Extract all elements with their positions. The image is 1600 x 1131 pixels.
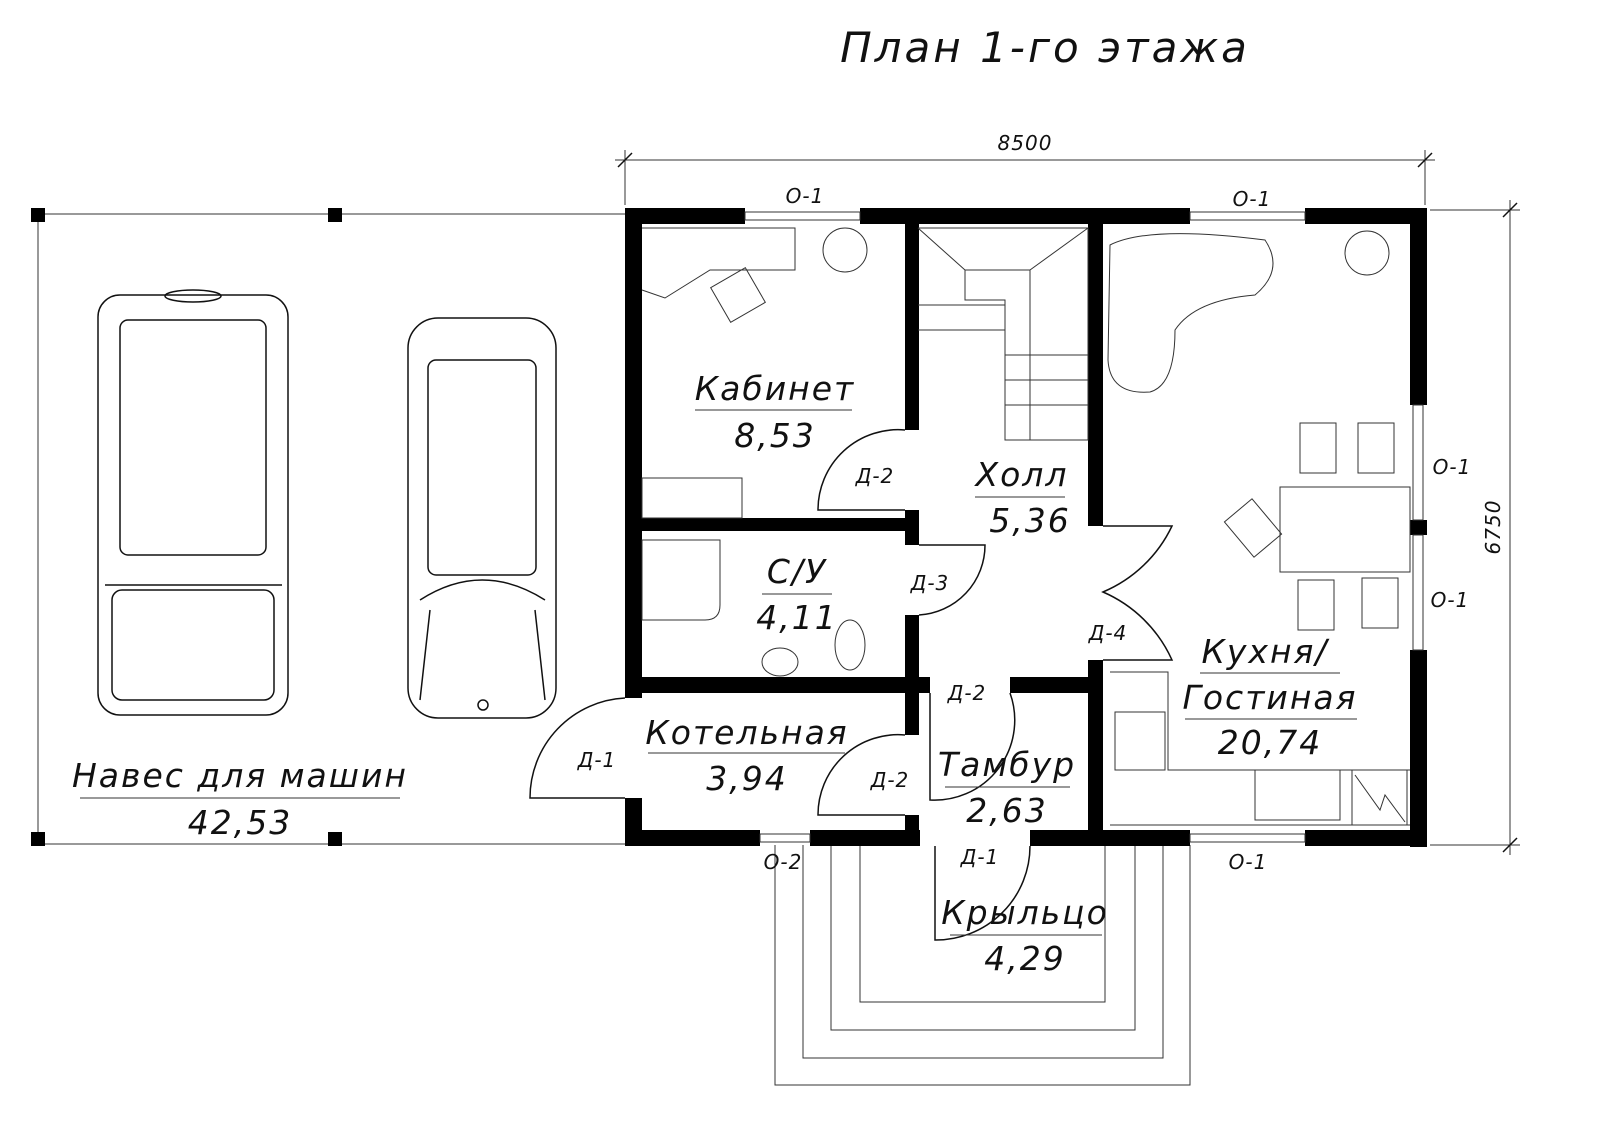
- door-labels: Д-2 Д-3 Д-4 Д-2 Д-2 Д-1 Д-1: [577, 464, 1128, 869]
- svg-text:О-1: О-1: [786, 184, 825, 208]
- car-sedan: [407, 317, 557, 719]
- svg-text:Д-2: Д-2: [870, 768, 910, 792]
- svg-text:Холл: Холл: [974, 455, 1069, 494]
- svg-text:Д-2: Д-2: [947, 681, 987, 705]
- svg-text:О-1: О-1: [1229, 850, 1268, 874]
- svg-text:Д-3: Д-3: [910, 571, 950, 595]
- svg-text:Кабинет: Кабинет: [695, 369, 856, 408]
- porch-steps: [774, 845, 1191, 1086]
- svg-text:Д-1: Д-1: [577, 748, 617, 772]
- room-kitchen: Кухня/ Гостиная 20,74: [1182, 632, 1357, 762]
- svg-text:Д-4: Д-4: [1088, 621, 1128, 645]
- post: [31, 208, 45, 222]
- svg-text:Котельная: Котельная: [645, 713, 848, 752]
- svg-text:О-1: О-1: [1431, 588, 1470, 612]
- svg-text:4,11: 4,11: [756, 598, 837, 637]
- car-suv: [97, 289, 289, 716]
- walls: [625, 208, 1427, 847]
- svg-text:4,29: 4,29: [984, 939, 1065, 978]
- dimension-width: 8500: [615, 131, 1435, 205]
- svg-text:8,53: 8,53: [734, 416, 815, 455]
- svg-text:2,63: 2,63: [966, 791, 1047, 830]
- svg-text:О-2: О-2: [764, 850, 803, 874]
- windows: [744, 211, 1424, 843]
- room-cabinet: Кабинет 8,53: [695, 369, 856, 455]
- room-hall: Холл 5,36: [974, 455, 1070, 540]
- room-bathroom: С/У 4,11: [756, 552, 837, 637]
- furniture: [641, 227, 1411, 826]
- svg-text:3,94: 3,94: [706, 759, 787, 798]
- carport: Навес для машин 42,53: [31, 208, 625, 846]
- dimension-depth: 6750: [1430, 200, 1520, 855]
- svg-text:О-1: О-1: [1233, 187, 1272, 211]
- window-labels: О-1 О-1 О-1 О-1 О-1 О-2: [764, 184, 1472, 874]
- doors: [529, 428, 1174, 941]
- svg-text:О-1: О-1: [1433, 455, 1472, 479]
- svg-text:5,36: 5,36: [989, 501, 1070, 540]
- svg-text:8500: 8500: [998, 131, 1053, 155]
- svg-text:Крыльцо: Крыльцо: [941, 893, 1109, 932]
- carport-area: 42,53: [188, 803, 292, 842]
- svg-text:Д-2: Д-2: [855, 464, 895, 488]
- svg-text:Гостиная: Гостиная: [1182, 678, 1357, 717]
- svg-text:20,74: 20,74: [1218, 723, 1322, 762]
- room-boiler: Котельная 3,94: [645, 713, 848, 798]
- post: [31, 832, 45, 846]
- svg-text:Д-1: Д-1: [960, 845, 1000, 869]
- carport-name: Навес для машин: [72, 756, 408, 795]
- plan-title: План 1-го этажа: [840, 23, 1250, 72]
- svg-text:Кухня/: Кухня/: [1201, 632, 1330, 671]
- svg-text:6750: 6750: [1481, 500, 1505, 555]
- svg-text:С/У: С/У: [767, 552, 827, 591]
- room-vestibule: Тамбур 2,63: [938, 745, 1076, 830]
- post: [328, 832, 342, 846]
- room-porch: Крыльцо 4,29: [941, 893, 1109, 978]
- svg-text:Тамбур: Тамбур: [938, 745, 1076, 784]
- post: [328, 208, 342, 222]
